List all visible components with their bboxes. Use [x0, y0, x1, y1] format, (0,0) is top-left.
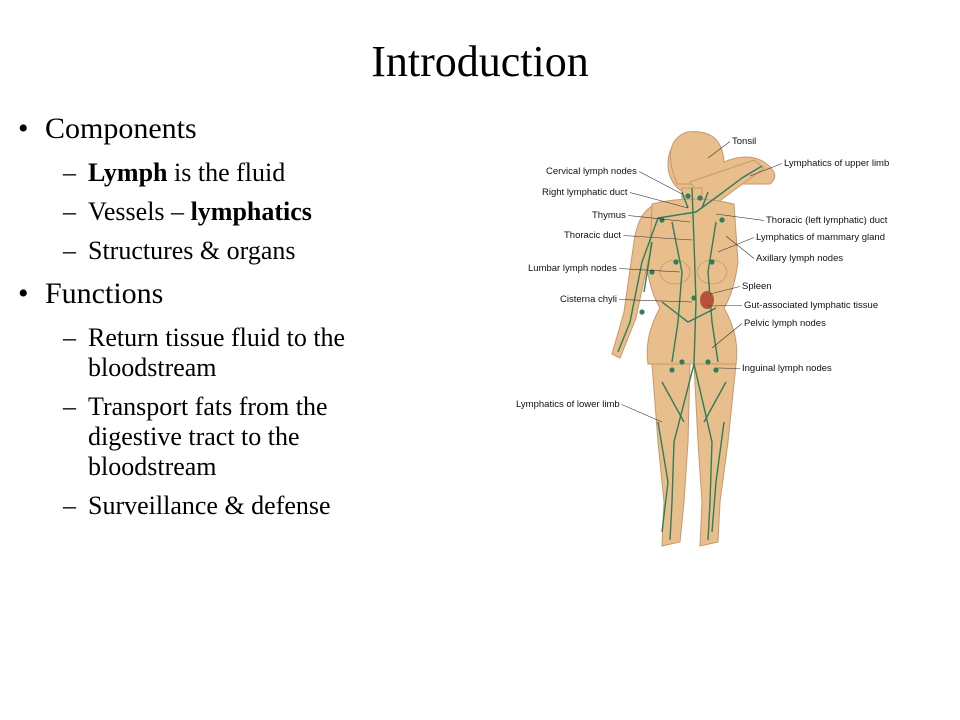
leader-line [629, 192, 689, 209]
sub-bullet-structures: –Structures & organs [18, 236, 378, 266]
lymph-vessel [657, 421, 669, 533]
lymph-node [705, 359, 711, 365]
bullet-heading: Components [45, 112, 197, 145]
lymph-vessel [671, 221, 683, 363]
leader-line [638, 171, 683, 195]
bullet-text: Vessels – [88, 197, 191, 226]
leader-line [717, 237, 755, 253]
lymph-node [685, 193, 691, 199]
label-gut-associated-lymphatic-tissue: Gut-associated lymphatic tissue [744, 300, 878, 311]
lymph-vessel [691, 187, 697, 365]
label-right-lymphatic-duct: Right lymphatic duct [542, 187, 628, 198]
bullet-text: Transport fats from the digestive tract … [88, 392, 328, 481]
lymph-node [719, 217, 725, 223]
leader-line [623, 235, 693, 241]
lymph-vessel [701, 191, 709, 209]
lymph-node [639, 309, 645, 315]
bullet-text: is the fluid [167, 158, 286, 187]
leader-line [749, 163, 783, 177]
bullet-heading: Functions [45, 277, 164, 310]
leader-line [709, 286, 741, 295]
leader-line [707, 141, 731, 159]
lymphatic-system-figure: Cervical lymph nodes Right lymphatic duc… [512, 122, 922, 562]
label-lumbar-lymph-nodes: Lumbar lymph nodes [528, 263, 617, 274]
slide-title: Introduction [371, 37, 589, 86]
lymph-node [691, 295, 697, 301]
label-pelvic-lymph-nodes: Pelvic lymph nodes [744, 318, 826, 329]
label-cervical-lymph-nodes: Cervical lymph nodes [546, 166, 637, 177]
leader-line [628, 215, 691, 223]
lymph-network [617, 165, 763, 541]
spleen-organ [700, 291, 714, 309]
lymph-node [713, 367, 719, 373]
label-tonsil: Tonsil [732, 136, 756, 147]
label-lymphatics-of-mammary-gland: Lymphatics of mammary gland [756, 232, 885, 243]
label-spleen: Spleen [742, 281, 772, 292]
sub-bullet-return: –Return tissue fluid to the bloodstream [18, 323, 378, 383]
leader-line [619, 299, 693, 303]
lymph-vessel [669, 363, 695, 541]
lymph-vessel [695, 165, 763, 213]
lymph-node [669, 367, 675, 373]
lymph-vessel [711, 421, 725, 533]
lymph-vessel [703, 381, 727, 423]
lymph-node [659, 217, 665, 223]
leader-line [621, 404, 663, 423]
lymph-node [673, 259, 679, 265]
leader-line [725, 235, 755, 259]
label-thymus: Thymus [592, 210, 626, 221]
label-leader-lines [618, 141, 783, 423]
bold-term: Lymph [88, 158, 168, 187]
dash: – [63, 323, 76, 352]
bullet-text: Structures & organs [88, 236, 296, 265]
lymph-node [697, 195, 703, 201]
bullet-functions: Functions [18, 275, 378, 313]
label-inguinal-lymph-nodes: Inguinal lymph nodes [742, 363, 832, 374]
lymph-vessel [661, 301, 717, 323]
lymph-vessel [681, 191, 689, 209]
label-thoracic-duct: Thoracic duct [564, 230, 621, 241]
sub-bullet-surveillance: –Surveillance & defense [18, 491, 378, 521]
bold-term: lymphatics [190, 197, 312, 226]
label-axillary-lymph-nodes: Axillary lymph nodes [756, 253, 843, 264]
bullet-text: Return tissue fluid to the bloodstream [88, 323, 346, 382]
lymph-node [679, 359, 685, 365]
dash: – [63, 158, 76, 187]
dash: – [63, 392, 76, 421]
label-cisterna-chyli: Cisterna chyli [560, 294, 617, 305]
bullet-list: Components –Lymph is the fluid –Vessels … [18, 110, 378, 530]
leader-line [618, 268, 681, 273]
lymph-vessel [693, 363, 713, 541]
label-thoracic-left-lymphatic-duct: Thoracic (left lymphatic) duct [766, 215, 888, 226]
leader-line [711, 323, 743, 349]
leader-line [715, 213, 765, 221]
label-lymphatics-of-upper-limb: Lymphatics of upper limb [784, 158, 889, 169]
label-lymphatics-of-lower-limb: Lymphatics of lower limb [516, 399, 620, 410]
sub-bullet-transport: –Transport fats from the digestive tract… [18, 392, 378, 482]
bullet-text: Surveillance & defense [88, 491, 331, 520]
leader-line [707, 305, 743, 307]
dash: – [63, 197, 76, 226]
bullet-components: Components [18, 110, 378, 148]
lymph-vessel [617, 211, 697, 353]
lymph-vessel [661, 381, 685, 423]
dash: – [63, 491, 76, 520]
lymph-vessel [643, 241, 653, 293]
leader-line [717, 367, 741, 369]
sub-bullet-vessels: –Vessels – lymphatics [18, 197, 378, 227]
dash: – [63, 236, 76, 265]
body-silhouette [611, 131, 776, 547]
sub-bullet-lymph: –Lymph is the fluid [18, 158, 378, 188]
lymphatic-body-illustration: Cervical lymph nodes Right lymphatic duc… [516, 131, 889, 547]
lymph-node [709, 259, 715, 265]
